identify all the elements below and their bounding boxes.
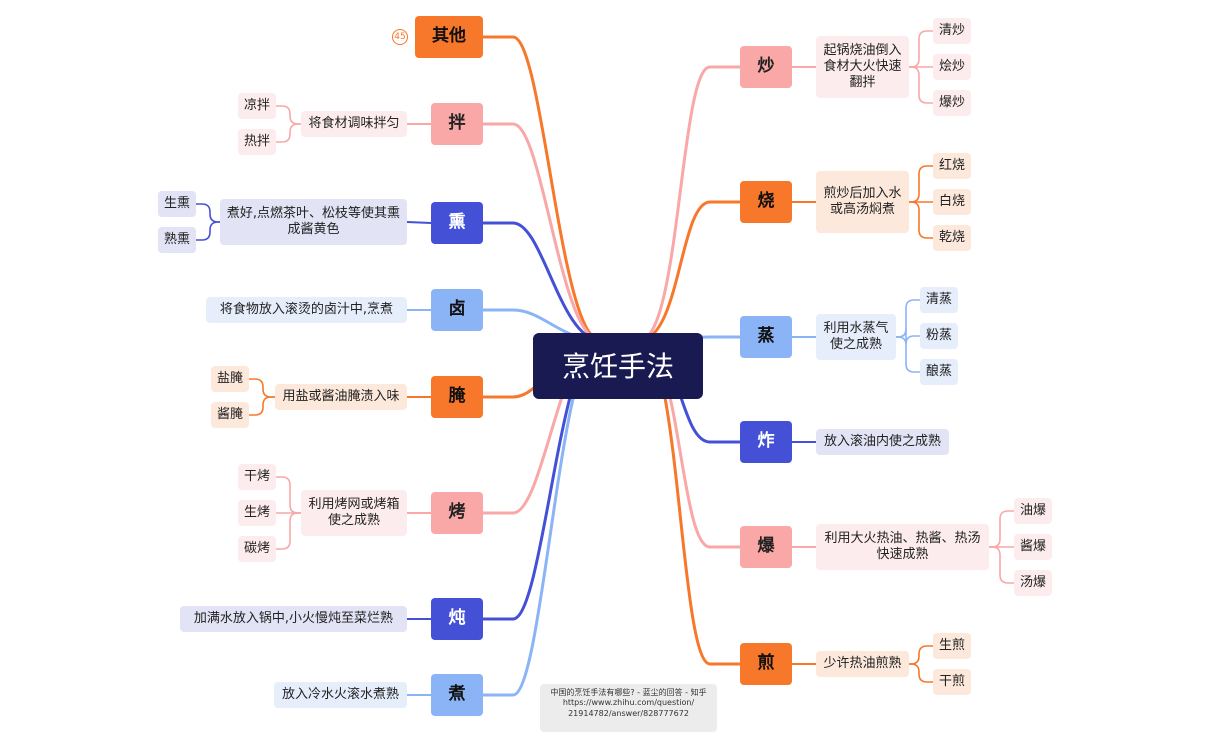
branch-line-left-1 xyxy=(483,122,601,342)
leaf-line-left-4-0 xyxy=(249,378,275,398)
leaf-right-4-2[interactable]: 汤爆 xyxy=(1014,570,1052,596)
collapse-count-badge[interactable]: 45 xyxy=(392,29,408,45)
leaf-left-4-0[interactable]: 盐腌 xyxy=(211,366,249,392)
leaf-line-right-1-0 xyxy=(909,165,933,203)
leaf-line-right-4-2 xyxy=(989,546,1014,584)
leaf-left-2-1[interactable]: 熟熏 xyxy=(158,227,196,253)
leaf-right-0-2[interactable]: 爆炒 xyxy=(933,90,971,116)
leaf-line-right-5-1 xyxy=(909,663,933,683)
leaf-left-5-0[interactable]: 干烤 xyxy=(238,464,276,490)
branch-desc-right-3[interactable]: 放入滚油内使之成熟 xyxy=(816,429,949,455)
leaf-line-left-5-0 xyxy=(276,476,301,514)
leaf-line-right-2-1 xyxy=(896,328,920,345)
leaf-left-5-2[interactable]: 碳烤 xyxy=(238,536,276,562)
branch-line-right-1 xyxy=(639,200,740,342)
leaf-right-4-1[interactable]: 酱爆 xyxy=(1014,534,1052,560)
branch-desc-right-0[interactable]: 起锅烧油倒入食材大火快速翻拌 xyxy=(816,36,909,98)
branch-left-2[interactable]: 熏 xyxy=(431,202,483,244)
branch-right-3[interactable]: 炸 xyxy=(740,421,792,463)
leaf-line-left-2-1 xyxy=(196,221,220,241)
branch-desc-left-5[interactable]: 利用烤网或烤箱使之成熟 xyxy=(301,490,407,536)
branch-left-0[interactable]: 其他 xyxy=(415,16,483,58)
leaf-right-1-0[interactable]: 红烧 xyxy=(933,153,971,179)
branch-left-6[interactable]: 炖 xyxy=(431,598,483,640)
branch-left-3[interactable]: 卤 xyxy=(431,289,483,331)
center-node[interactable]: 烹饪手法 xyxy=(533,333,703,399)
source-note: 中国的烹饪手法有哪些? - 蓝尘的回答 - 知乎 https://www.zhi… xyxy=(540,684,717,732)
source-line-3: 21914782/answer/828777672 xyxy=(568,708,689,718)
branch-right-1[interactable]: 烧 xyxy=(740,181,792,223)
branch-left-1[interactable]: 拌 xyxy=(431,103,483,145)
branch-line-left-0 xyxy=(483,35,601,342)
leaf-line-left-5-2 xyxy=(276,512,301,550)
branch-right-2[interactable]: 蒸 xyxy=(740,316,792,358)
branch-left-4[interactable]: 腌 xyxy=(431,376,483,418)
branch-desc-left-2[interactable]: 煮好,点燃茶叶、松枝等使其熏成酱黄色 xyxy=(220,199,407,245)
leaf-right-4-0[interactable]: 油爆 xyxy=(1014,498,1052,524)
branch-right-4[interactable]: 爆 xyxy=(740,526,792,568)
leaf-left-4-1[interactable]: 酱腌 xyxy=(211,402,249,428)
leaf-line-right-0-2 xyxy=(909,66,933,104)
branch-right-5[interactable]: 煎 xyxy=(740,643,792,685)
leaf-left-1-1[interactable]: 热拌 xyxy=(238,129,276,155)
leaf-line-left-1-1 xyxy=(276,123,301,143)
leaf-line-right-1-2 xyxy=(909,201,933,239)
branch-desc-right-5[interactable]: 少许热油煎熟 xyxy=(816,651,909,677)
branch-desc-left-1[interactable]: 将食材调味拌匀 xyxy=(301,111,407,137)
branch-desc-right-1[interactable]: 煎炒后加入水或高汤焖煮 xyxy=(816,171,909,233)
leaf-line-right-0-0 xyxy=(909,30,933,68)
leaf-right-5-1[interactable]: 干煎 xyxy=(933,669,971,695)
leaf-right-1-2[interactable]: 乾烧 xyxy=(933,225,971,251)
leaf-right-1-1[interactable]: 白烧 xyxy=(933,189,971,215)
leaf-left-5-1[interactable]: 生烤 xyxy=(238,500,276,526)
leaf-line-left-2-0 xyxy=(196,203,220,223)
branch-right-0[interactable]: 炒 xyxy=(740,46,792,88)
source-line-1: 中国的烹饪手法有哪些? - 蓝尘的回答 - 知乎 xyxy=(550,688,707,697)
source-line-2: https://www.zhihu.com/question/ xyxy=(562,698,695,708)
desc-line-left-2 xyxy=(406,221,432,224)
branch-desc-right-4[interactable]: 利用大火热油、热酱、热汤快速成熟 xyxy=(816,524,989,570)
leaf-left-2-0[interactable]: 生熏 xyxy=(158,191,196,217)
branch-desc-left-4[interactable]: 用盐或酱油腌渍入味 xyxy=(275,384,407,410)
leaf-line-right-4-0 xyxy=(989,510,1014,548)
leaf-right-2-2[interactable]: 酿蒸 xyxy=(920,359,958,385)
leaf-line-right-2-0 xyxy=(896,299,920,338)
branch-left-7[interactable]: 煮 xyxy=(431,674,483,716)
leaf-line-right-5-0 xyxy=(909,645,933,665)
leaf-right-0-1[interactable]: 烩炒 xyxy=(933,54,971,80)
branch-left-5[interactable]: 烤 xyxy=(431,492,483,534)
branch-line-right-0 xyxy=(639,65,740,342)
leaf-line-left-1-0 xyxy=(276,105,301,125)
leaf-right-2-1[interactable]: 粉蒸 xyxy=(920,323,958,349)
branch-desc-left-3[interactable]: 将食物放入滚烫的卤汁中,烹煮 xyxy=(206,297,407,323)
leaf-line-right-2-2 xyxy=(896,336,920,373)
leaf-right-5-0[interactable]: 生煎 xyxy=(933,633,971,659)
leaf-right-2-0[interactable]: 清蒸 xyxy=(920,287,958,313)
leaf-line-left-4-1 xyxy=(249,396,275,416)
leaf-left-1-0[interactable]: 凉拌 xyxy=(238,93,276,119)
branch-desc-left-7[interactable]: 放入冷水火滚水煮熟 xyxy=(274,682,407,708)
branch-desc-right-2[interactable]: 利用水蒸气使之成熟 xyxy=(816,314,896,360)
leaf-right-0-0[interactable]: 清炒 xyxy=(933,18,971,44)
branch-desc-left-6[interactable]: 加满水放入锅中,小火慢炖至菜烂熟 xyxy=(180,606,407,632)
